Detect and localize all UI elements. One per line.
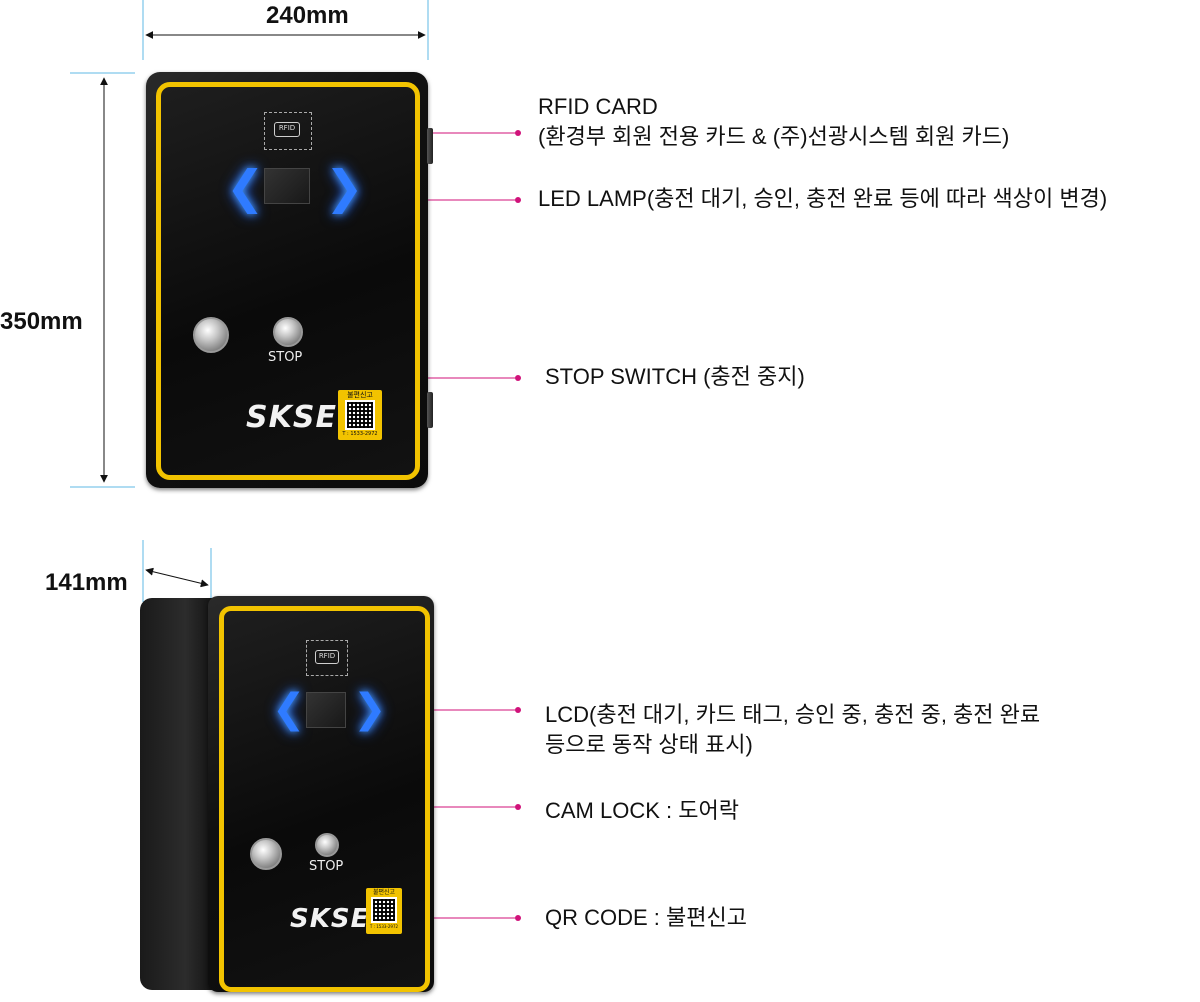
- qr-phone: T : 1533-2972: [369, 924, 399, 929]
- callout-lcd: LCD(충전 대기, 카드 태그, 승인 중, 충전 중, 충전 완료 등으로 …: [545, 700, 1040, 760]
- rfid-icon: RFID: [274, 122, 300, 137]
- qr-title: 불편신고: [372, 889, 396, 896]
- callout-rfid-title: RFID CARD: [538, 94, 658, 119]
- qr-code-sticker: 불편신고 T : 1533-2972: [338, 390, 382, 440]
- stop-switch[interactable]: [315, 833, 339, 857]
- callout-lcd-line2: 등으로 동작 상태 표시): [545, 732, 753, 757]
- depth-dimension-line: [145, 567, 209, 588]
- hinge-top: [427, 128, 433, 164]
- callout-qr: QR CODE : 불편신고: [545, 905, 747, 930]
- callout-rfid-desc: (환경부 회원 전용 카드 & (주)선광시스템 회원 카드): [538, 124, 1010, 149]
- hinge-bottom: [427, 392, 433, 428]
- height-label: 350mm: [0, 308, 83, 335]
- callout-dot-rfid: [515, 130, 521, 136]
- qr-code-icon[interactable]: [371, 897, 397, 923]
- qr-code-icon[interactable]: [345, 400, 375, 430]
- callout-rfid: RFID CARD (환경부 회원 전용 카드 & (주)선광시스템 회원 카드…: [538, 92, 1009, 152]
- rfid-reader-side: RFID: [306, 640, 348, 676]
- chevron-right-icon: ❯: [353, 687, 387, 731]
- charger-side-body: [140, 598, 216, 990]
- callout-camlock: CAM LOCK : 도어락: [545, 798, 739, 823]
- chevron-left-icon: ❮: [272, 687, 306, 731]
- qr-title: 불편신고: [347, 391, 373, 399]
- depth-label: 141mm: [45, 569, 128, 596]
- stop-switch[interactable]: [273, 317, 303, 347]
- callout-dot-stop: [515, 375, 521, 381]
- rfid-icon: RFID: [315, 650, 339, 664]
- qr-code-sticker: 불편신고 T : 1533-2972: [366, 888, 402, 934]
- callout-dot-qr: [515, 915, 521, 921]
- stop-label: STOP: [309, 859, 344, 874]
- chevron-left-icon: ❮: [226, 161, 265, 213]
- lcd-screen: [264, 168, 310, 204]
- chevron-right-icon: ❯: [325, 161, 364, 213]
- cam-lock-key-icon[interactable]: [193, 317, 229, 353]
- cam-lock-key-icon[interactable]: [250, 838, 282, 870]
- qr-phone: T : 1533-2972: [342, 431, 378, 437]
- callout-lcd-line1: LCD(충전 대기, 카드 태그, 승인 중, 충전 중, 충전 완료: [545, 702, 1041, 727]
- callout-dot-lcd: [515, 707, 521, 713]
- stop-label: STOP: [268, 350, 303, 365]
- rfid-reader: RFID: [264, 112, 312, 150]
- callout-dot-camlock: [515, 804, 521, 810]
- lcd-screen: [306, 692, 346, 728]
- callout-led: LED LAMP(충전 대기, 승인, 충전 완료 등에 따라 색상이 변경): [538, 186, 1108, 211]
- width-label: 240mm: [266, 2, 349, 29]
- callout-dot-led: [515, 197, 521, 203]
- callout-stop: STOP SWITCH (충전 중지): [545, 364, 805, 389]
